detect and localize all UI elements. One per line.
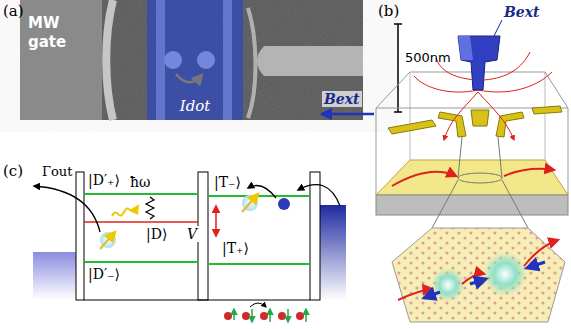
gate-electrode <box>532 106 562 114</box>
sem-image <box>20 0 363 120</box>
scale-bar <box>397 24 399 112</box>
well-bottom <box>84 300 310 301</box>
spin-arrow <box>305 309 307 322</box>
substrate <box>376 195 568 215</box>
node-text: Idot <box>180 97 211 115</box>
zoom-line <box>432 180 458 228</box>
box-edge <box>376 108 377 195</box>
state-label: |T₊⟩ <box>222 240 249 256</box>
cone-line <box>498 137 502 178</box>
nuclear-spin <box>242 312 250 320</box>
panel-label: (a) <box>3 2 24 20</box>
nuclear-spin <box>278 312 286 320</box>
panel-label: (c) <box>3 162 23 180</box>
scale-tick <box>394 111 402 113</box>
sem-grain <box>20 0 363 120</box>
energy-level <box>208 195 310 197</box>
energy-level <box>84 193 198 195</box>
tunnel-out-arrow <box>34 186 100 232</box>
coupling-label: V <box>185 226 199 242</box>
electron-cloud <box>483 252 527 296</box>
gate-electrode <box>471 110 489 126</box>
tunnel-barrier <box>198 172 208 300</box>
current-arrow <box>392 172 456 186</box>
cone-line <box>458 137 462 178</box>
detuning-arrow <box>215 206 217 236</box>
flip-flop-arrow <box>250 303 266 307</box>
zoom-region <box>392 228 565 322</box>
field-line <box>478 92 514 140</box>
field-label: Bext <box>504 4 540 20</box>
nuclear-spin <box>296 312 304 320</box>
leader-line <box>494 20 502 36</box>
spin-arrow <box>287 309 289 322</box>
node-text: MW gate <box>28 14 82 52</box>
gate-region: MW gate <box>20 0 102 120</box>
electron-cloud <box>242 195 258 211</box>
field-label: Bext <box>322 91 362 107</box>
spin-arrow <box>251 309 253 322</box>
coupling-spring <box>146 197 154 219</box>
rate-label: Γout <box>42 164 72 179</box>
energy-label: ħω <box>130 174 150 190</box>
nuclear-spin <box>224 312 232 320</box>
dot-region: Idot <box>147 0 243 120</box>
state-label: |D′₋⟩ <box>88 266 120 282</box>
spin-arrow <box>424 292 440 298</box>
spin-arrow <box>233 309 235 320</box>
field-line <box>478 72 552 92</box>
tunnel-in-arrow <box>298 185 340 206</box>
gate-electrode <box>438 112 466 137</box>
box-edge <box>410 72 411 160</box>
state-label: |T₋⟩ <box>214 174 241 190</box>
state-label: |D′₊⟩ <box>88 172 120 188</box>
zoom-line <box>502 180 528 228</box>
photon-wave <box>112 206 138 216</box>
box-edge <box>545 72 546 160</box>
side-gate <box>106 0 113 120</box>
spin-arrow <box>242 194 258 212</box>
spin-arrow <box>269 309 271 322</box>
nuclear-spin <box>260 312 268 320</box>
magnet-face <box>458 36 473 60</box>
state-label: |D⟩ <box>146 226 167 242</box>
current-arrow <box>504 169 554 176</box>
field-arrow <box>322 113 374 116</box>
spin-arrow <box>100 232 115 249</box>
side-gate <box>248 8 256 118</box>
energy-level <box>84 261 198 263</box>
box-edge <box>568 108 569 195</box>
right-lead <box>320 205 346 300</box>
gate-electrode <box>496 112 524 137</box>
spin-arrow <box>470 279 486 284</box>
left-lead <box>33 252 76 300</box>
spin-flip-arrow <box>248 186 276 198</box>
gate-electrode <box>388 120 436 134</box>
scale-tick <box>394 23 402 25</box>
micro-magnet <box>458 36 500 90</box>
electron-cloud <box>431 268 465 302</box>
field-line <box>414 76 478 92</box>
electron-cloud <box>100 232 116 248</box>
energy-level <box>84 221 198 223</box>
field-line <box>444 92 478 140</box>
electron-gas-plane <box>376 160 568 195</box>
tunnel-barrier <box>310 172 320 300</box>
energy-level <box>208 263 310 265</box>
right-gate <box>257 46 363 76</box>
nuclear-lattice <box>392 228 565 322</box>
tunnel-barrier <box>76 172 84 300</box>
spin-arrow <box>527 262 545 268</box>
scale-label: 500nm <box>405 50 451 65</box>
electron <box>278 198 290 210</box>
cone-base <box>458 173 502 183</box>
panel-label: (b) <box>378 2 399 20</box>
